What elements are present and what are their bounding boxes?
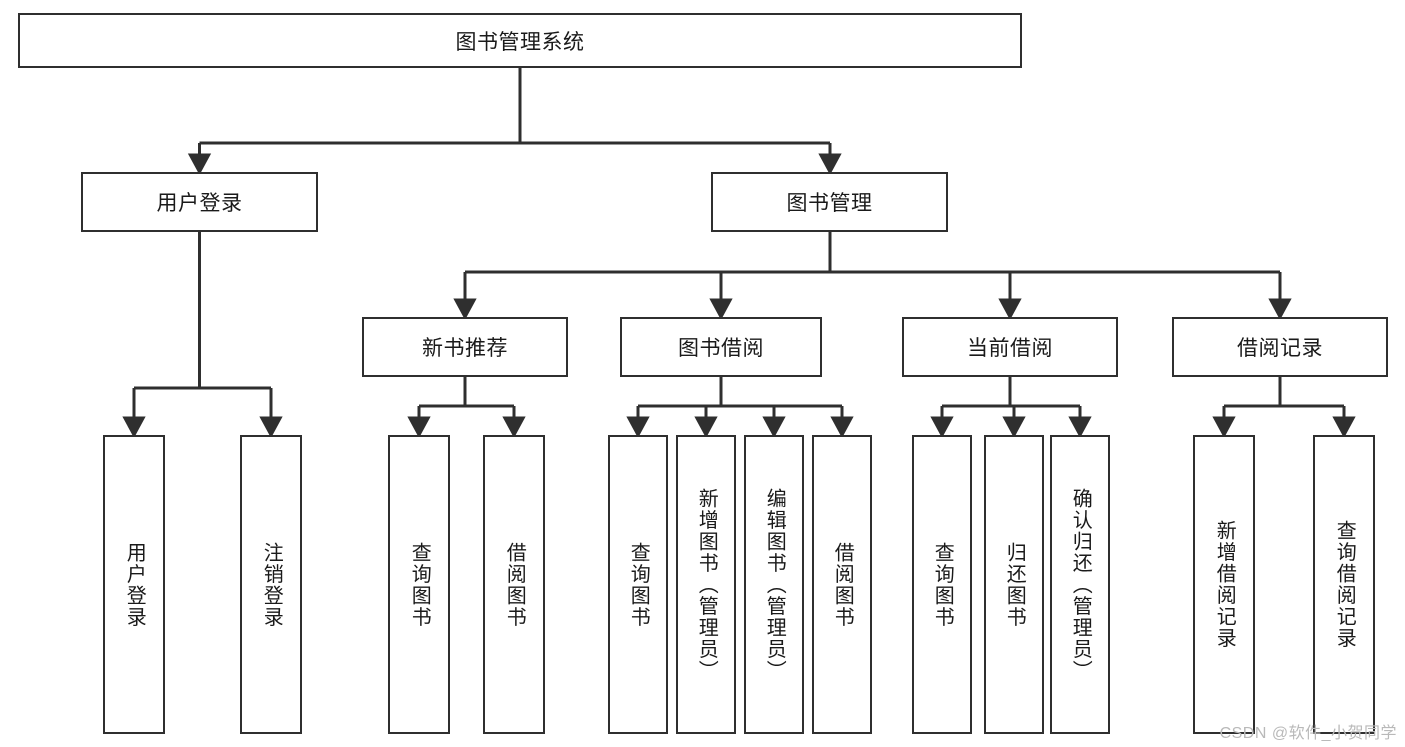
node-root-label: 图书管理系统 [455, 30, 585, 54]
node-leaf-query-borrow-record-label: 查询借阅记录 [1333, 520, 1356, 649]
node-leaf-query-book-borrow-label: 查询图书 [627, 541, 650, 628]
node-book-manage[interactable]: 图书管理 [711, 172, 948, 232]
node-book-manage-label: 图书管理 [786, 192, 873, 215]
node-book-borrow[interactable]: 图书借阅 [620, 317, 822, 377]
node-leaf-edit-book-admin-label: 编辑图书（管理员） [763, 487, 786, 682]
node-borrow-record[interactable]: 借阅记录 [1172, 317, 1388, 377]
node-leaf-borrow-book[interactable]: 借阅图书 [812, 435, 872, 734]
node-leaf-query-book-borrow[interactable]: 查询图书 [608, 435, 668, 734]
node-borrow-record-label: 借阅记录 [1237, 337, 1323, 360]
node-leaf-add-book-admin-label: 新增图书（管理员） [695, 487, 718, 682]
node-leaf-borrow-book-rec-label: 借阅图书 [503, 541, 526, 628]
node-leaf-add-borrow-record-label: 新增借阅记录 [1213, 520, 1236, 649]
node-user-login-label: 用户登录 [156, 192, 243, 215]
node-leaf-user-login[interactable]: 用户登录 [103, 435, 165, 734]
node-leaf-edit-book-admin[interactable]: 编辑图书（管理员） [744, 435, 804, 734]
node-leaf-confirm-return-admin-label: 确认归还（管理员） [1069, 487, 1092, 682]
user-login-to-leaves-connectors [122, 232, 283, 438]
node-book-borrow-label: 图书借阅 [678, 337, 764, 360]
node-leaf-query-book-rec[interactable]: 查询图书 [388, 435, 450, 734]
borrow-record-to-leaves-connectors [1212, 377, 1356, 438]
node-leaf-user-login-label: 用户登录 [123, 541, 146, 628]
node-leaf-add-book-admin[interactable]: 新增图书（管理员） [676, 435, 736, 734]
node-leaf-add-borrow-record[interactable]: 新增借阅记录 [1193, 435, 1255, 734]
node-leaf-borrow-book-label: 借阅图书 [831, 541, 854, 628]
node-leaf-logout-login[interactable]: 注销登录 [240, 435, 302, 734]
node-leaf-borrow-book-rec[interactable]: 借阅图书 [483, 435, 545, 734]
node-leaf-query-book-current[interactable]: 查询图书 [912, 435, 972, 734]
node-leaf-query-borrow-record[interactable]: 查询借阅记录 [1313, 435, 1375, 734]
node-leaf-query-book-current-label: 查询图书 [931, 541, 954, 628]
node-leaf-return-book[interactable]: 归还图书 [984, 435, 1044, 734]
root-to-level2-connectors [187, 68, 842, 175]
book-manage-to-level3-connectors [453, 232, 1292, 320]
node-user-login[interactable]: 用户登录 [81, 172, 318, 232]
node-leaf-logout-login-label: 注销登录 [260, 541, 283, 628]
node-root[interactable]: 图书管理系统 [18, 13, 1022, 68]
node-new-book-recommend-label: 新书推荐 [422, 337, 508, 360]
book-borrow-to-leaves-connectors [626, 377, 854, 438]
current-borrow-to-leaves-connectors [930, 377, 1092, 438]
node-leaf-confirm-return-admin[interactable]: 确认归还（管理员） [1050, 435, 1110, 734]
node-current-borrow[interactable]: 当前借阅 [902, 317, 1118, 377]
node-new-book-recommend[interactable]: 新书推荐 [362, 317, 568, 377]
new-book-recommend-to-leaves-connectors [407, 377, 526, 438]
node-current-borrow-label: 当前借阅 [967, 337, 1053, 360]
node-leaf-return-book-label: 归还图书 [1003, 541, 1026, 628]
node-leaf-query-book-rec-label: 查询图书 [408, 541, 431, 628]
